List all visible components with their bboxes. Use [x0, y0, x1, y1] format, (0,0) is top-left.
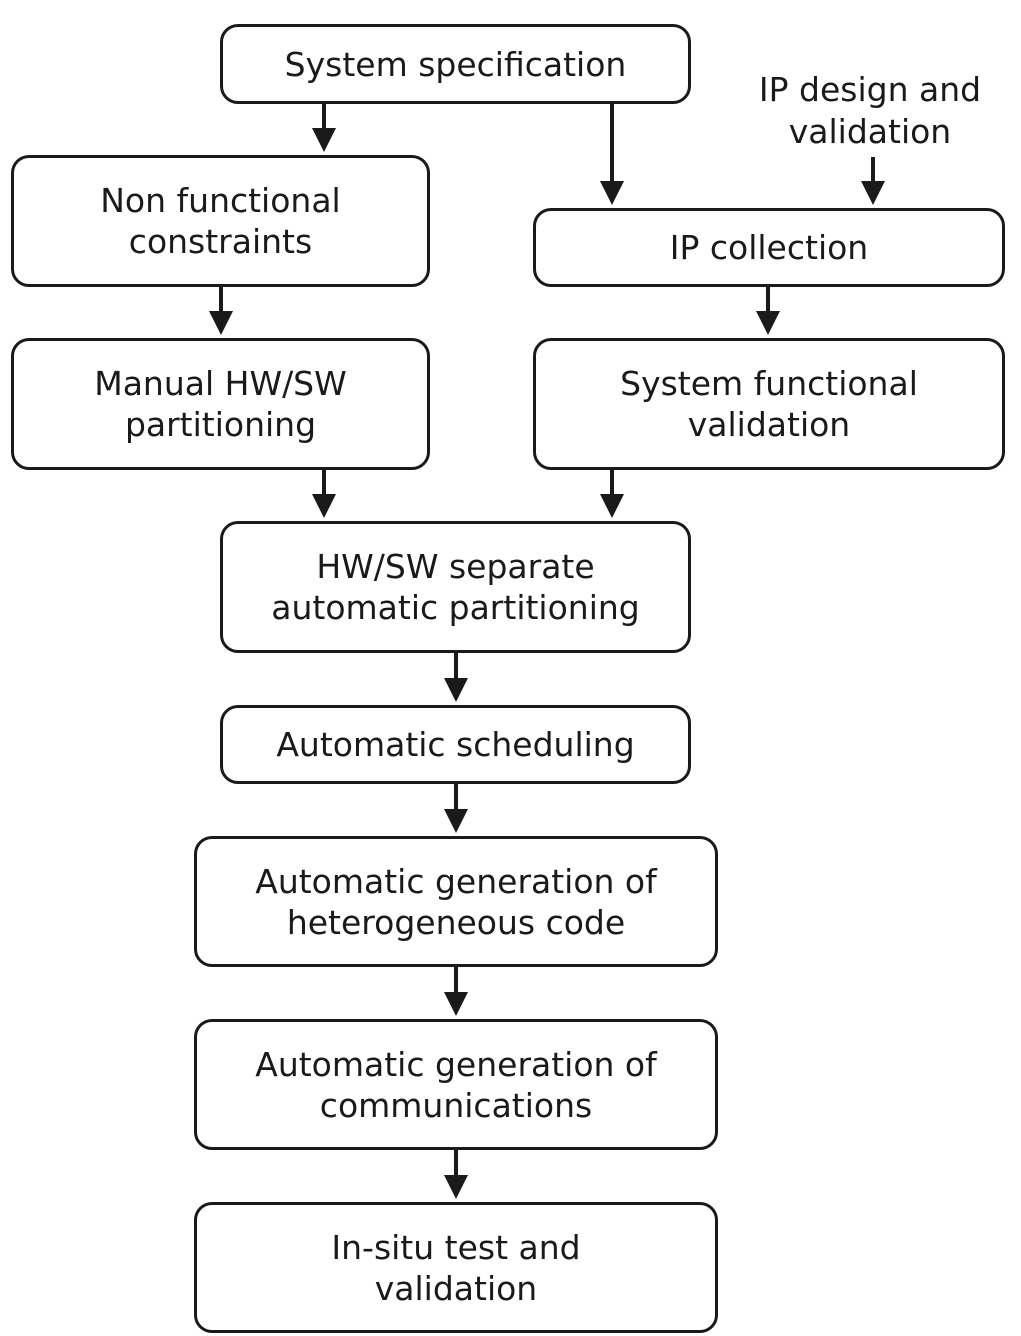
- node-label: IP collection: [669, 228, 869, 267]
- node-automatic-scheduling: Automatic scheduling: [220, 705, 691, 784]
- node-label: System specification: [284, 44, 627, 84]
- node-label: In-situ test and validation: [331, 1227, 581, 1308]
- node-automatic-generation-communications: Automatic generation of communications: [194, 1019, 718, 1150]
- node-label: Automatic generation of communications: [255, 1044, 657, 1125]
- node-hw-sw-separate-automatic-partitioning: HW/SW separate automatic partitioning: [220, 521, 691, 653]
- node-label: System functional validation: [620, 364, 918, 444]
- node-system-specification: System specification: [220, 24, 691, 104]
- node-ip-collection: IP collection: [533, 208, 1005, 287]
- node-label: Manual HW/SW partitioning: [94, 364, 347, 444]
- node-label: HW/SW separate automatic partitioning: [271, 547, 640, 627]
- node-system-functional-validation: System functional validation: [533, 338, 1005, 470]
- node-label: Non functional constraints: [100, 181, 341, 261]
- node-automatic-generation-heterogeneous-code: Automatic generation of heterogeneous co…: [194, 836, 718, 967]
- node-label: Automatic scheduling: [276, 725, 635, 764]
- node-manual-hw-sw-partitioning: Manual HW/SW partitioning: [11, 338, 430, 470]
- node-label: Automatic generation of heterogeneous co…: [255, 861, 657, 942]
- node-in-situ-test-and-validation: In-situ test and validation: [194, 1202, 718, 1333]
- node-ip-design-and-validation: IP design and validation: [758, 70, 982, 151]
- node-non-functional-constraints: Non functional constraints: [11, 155, 430, 287]
